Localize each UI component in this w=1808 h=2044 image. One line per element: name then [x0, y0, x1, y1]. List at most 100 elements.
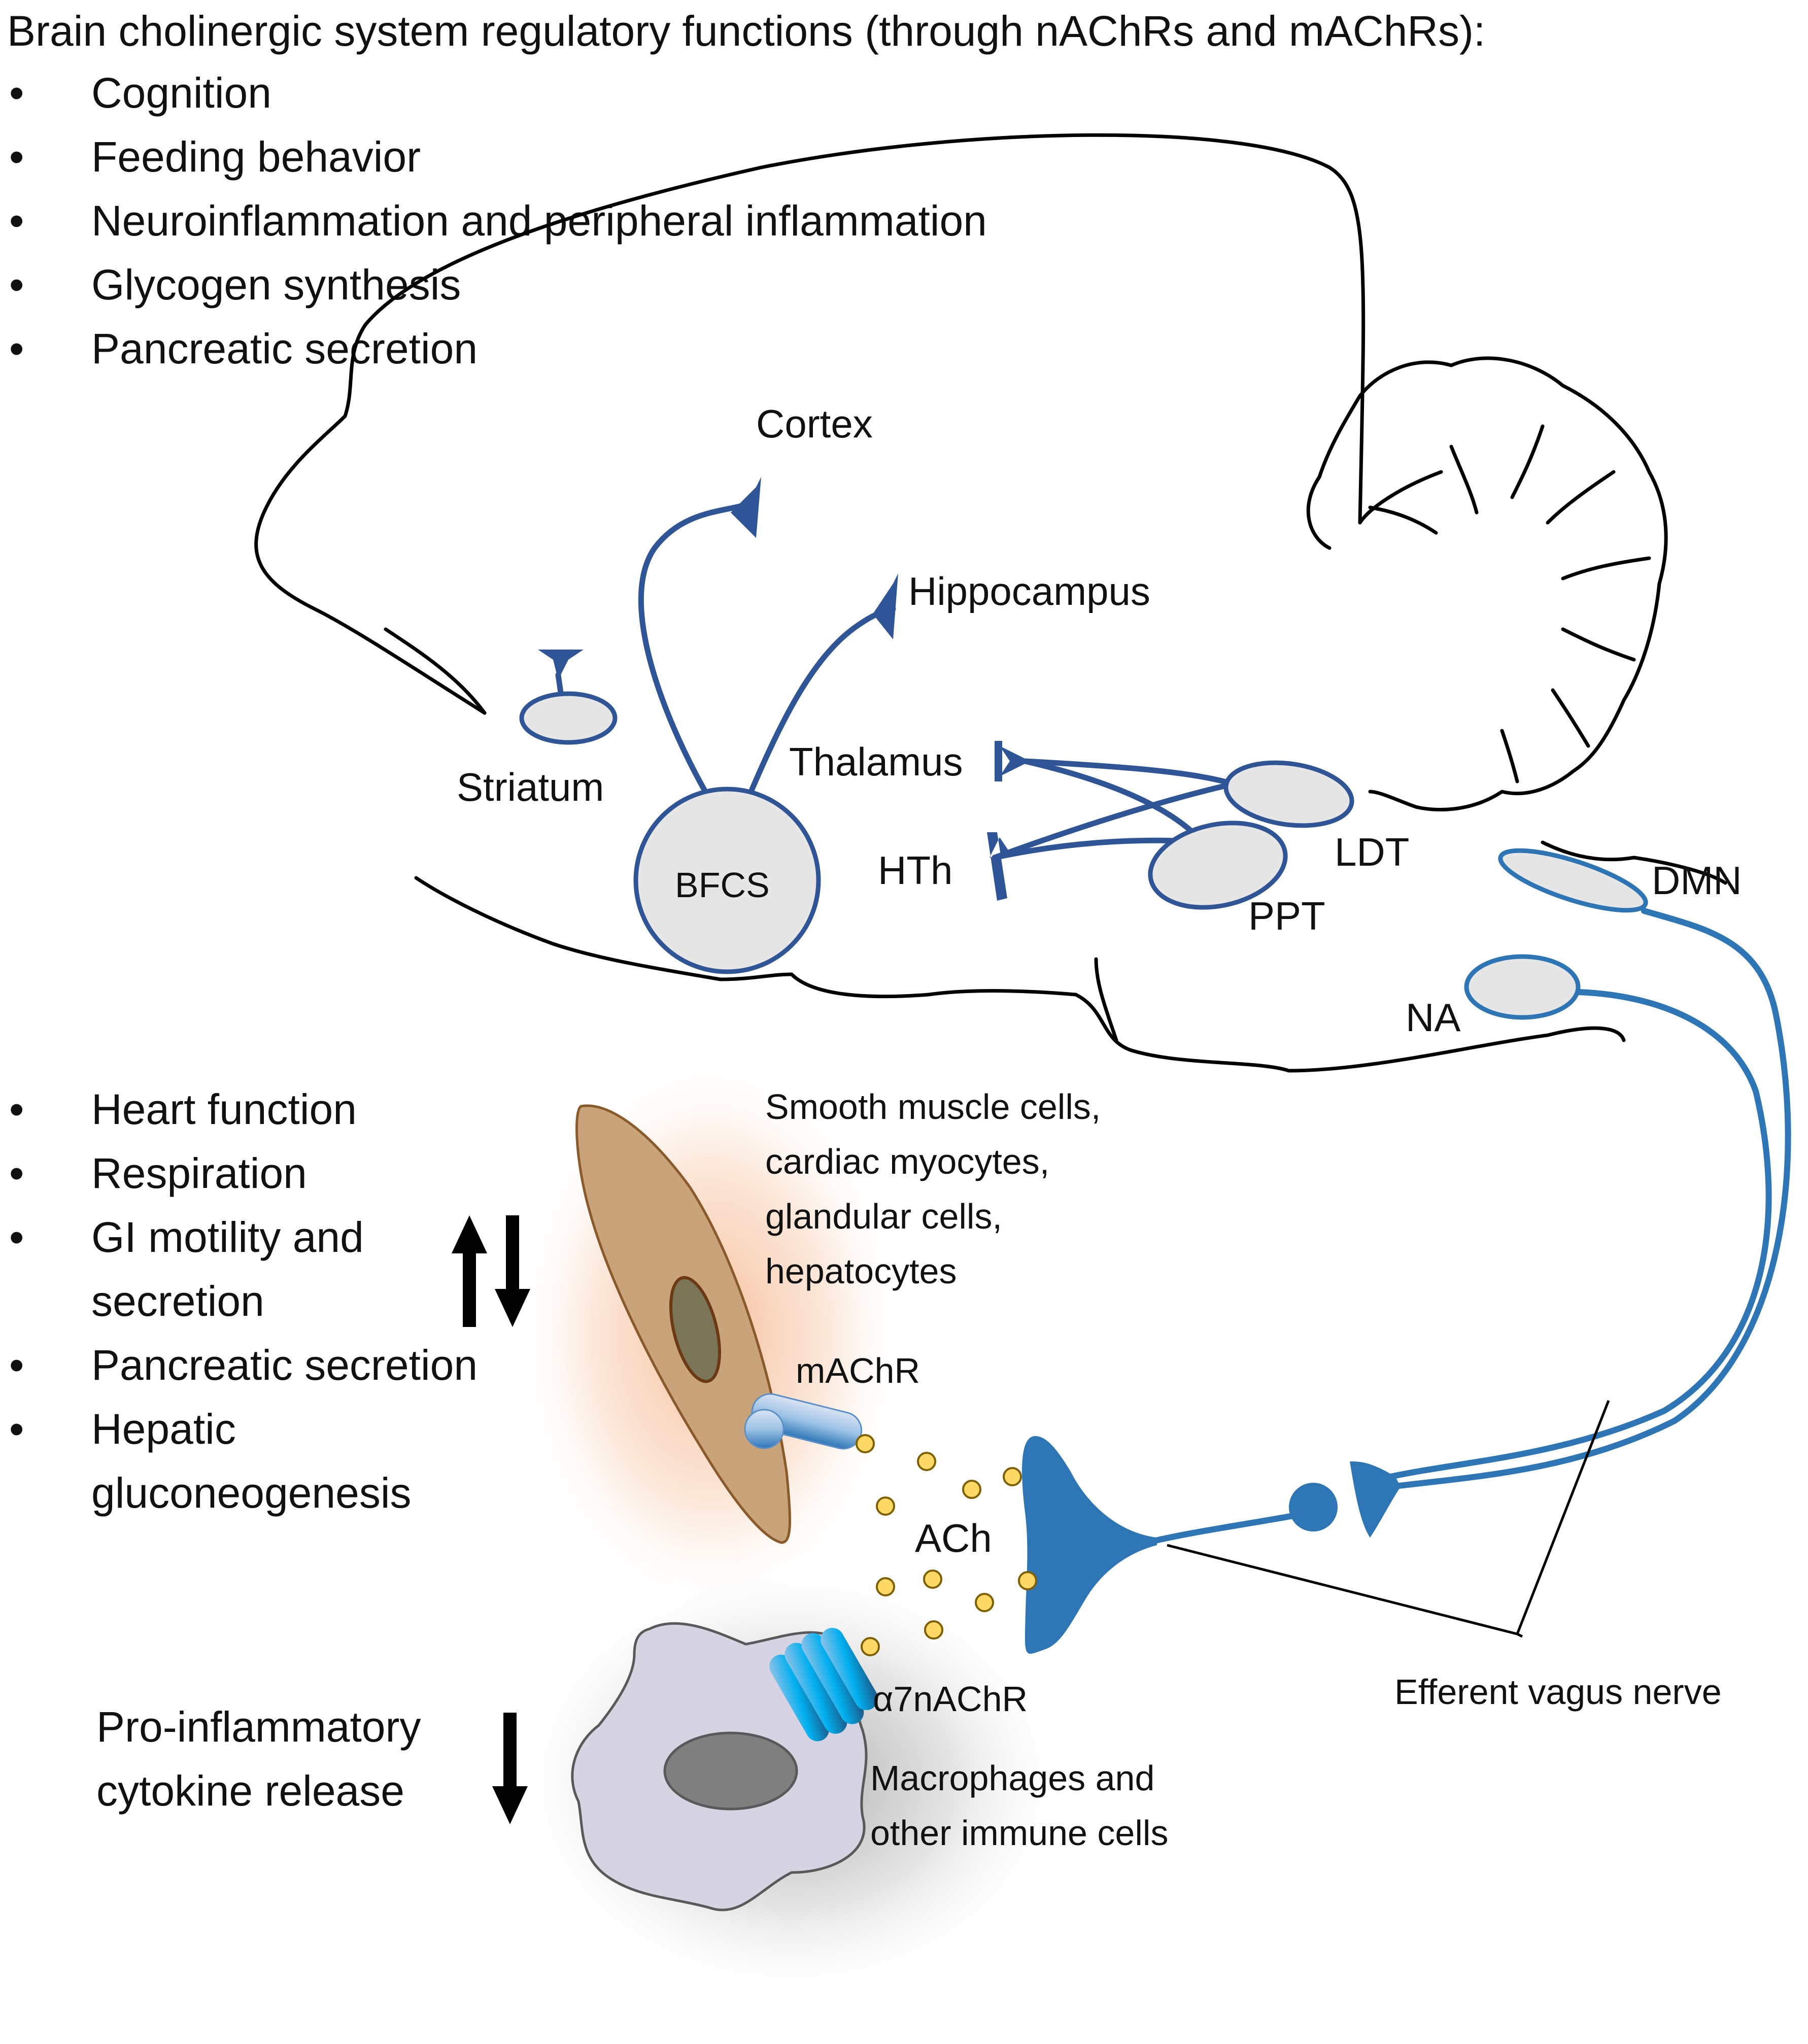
- muscle-nucleus: [669, 1276, 722, 1383]
- macrophage-label-line: Macrophages and: [870, 1758, 1154, 1798]
- peripheral-item: gluconeogenesis: [91, 1469, 412, 1517]
- brainstem-lower: [1094, 957, 1118, 1042]
- label-ppt: PPT: [1248, 894, 1325, 938]
- peripheral-item: Pancreatic secretion: [91, 1341, 477, 1389]
- brain-outline: [254, 133, 1727, 1073]
- bullet-glyph: •: [9, 325, 24, 372]
- ach-dot: [923, 1570, 942, 1589]
- dmn-nucleus: [1498, 848, 1648, 913]
- effector-terminal: [1022, 1436, 1157, 1654]
- macrophage-nucleus: [663, 1731, 798, 1811]
- ach-dot: [975, 1593, 994, 1612]
- header-item: Feeding behavior: [91, 133, 421, 181]
- bullet-glyph: •: [9, 1085, 24, 1133]
- label-hippocampus: Hippocampus: [908, 569, 1150, 614]
- projection-cortex: [638, 499, 754, 795]
- ach-dot: [917, 1452, 936, 1471]
- header-title: Brain cholinergic system regulatory func…: [7, 7, 1485, 55]
- projection-thalamus-2: [1022, 758, 1206, 845]
- label-striatum: Striatum: [457, 765, 604, 809]
- cytokine-label: Pro-inflammatory cytokine release: [96, 1703, 421, 1815]
- bullet-glyph: •: [9, 1405, 24, 1453]
- ach-molecules: [856, 1434, 1037, 1656]
- cytokine-label-line: cytokine release: [96, 1767, 404, 1815]
- a7nachr-subunit: [801, 1633, 864, 1724]
- label-ldt: LDT: [1335, 830, 1409, 874]
- bullet-glyph: •: [9, 197, 24, 245]
- ach-dot: [962, 1480, 981, 1499]
- cells-label-line: glandular cells,: [765, 1197, 1002, 1236]
- cells-label-line: hepatocytes: [765, 1251, 957, 1291]
- bullet-glyph: •: [9, 261, 24, 309]
- cerebrum-contour: [254, 133, 1443, 715]
- macrophage-label-line: other immune cells: [870, 1813, 1168, 1853]
- cells-label-line: Smooth muscle cells,: [765, 1087, 1101, 1127]
- bullet-glyph: •: [9, 1149, 24, 1197]
- header-item: Neuroinflammation and peripheral inflamm…: [91, 197, 987, 245]
- machr-receptor: [744, 1393, 863, 1450]
- label-ach: ACh: [915, 1516, 992, 1560]
- na-nucleus: [1464, 954, 1581, 1020]
- peripheral-item: GI motility and: [91, 1213, 364, 1261]
- label-dmn: DMN: [1652, 858, 1742, 903]
- machr-body: [751, 1393, 863, 1450]
- peripheral-item: Respiration: [91, 1149, 307, 1197]
- ach-dot: [876, 1496, 895, 1516]
- peripheral-item: Heart function: [91, 1085, 357, 1133]
- a7nachr-subunit: [821, 1627, 878, 1711]
- peripheral-item: secretion: [91, 1277, 264, 1325]
- bullet-glyph: •: [9, 133, 24, 181]
- ach-dot: [876, 1577, 895, 1596]
- projection-hth-1: [992, 781, 1236, 861]
- a7nachr-receptor: [769, 1627, 878, 1742]
- label-efferent-vagus: Efferent vagus nerve: [1394, 1672, 1722, 1712]
- header-item: Glycogen synthesis: [91, 261, 461, 309]
- terminal-hippocampus: [873, 573, 898, 639]
- label-a7nachr: α7nAChR: [873, 1679, 1028, 1719]
- brainstem-edge: [1541, 840, 1727, 885]
- vagus-fiber-na: [1387, 989, 1772, 1480]
- peripheral-item: Hepatic: [91, 1405, 236, 1453]
- ach-dot: [1003, 1467, 1022, 1486]
- ldt-nucleus: [1223, 760, 1354, 828]
- terminal-striatum: [538, 650, 584, 680]
- label-cortex: Cortex: [756, 401, 873, 446]
- olfactory-sulcus: [384, 627, 487, 715]
- label-hth: HTh: [878, 848, 952, 893]
- cytokine-label-line: Pro-inflammatory: [96, 1703, 421, 1751]
- striatum-nucleus: [519, 691, 618, 745]
- label-bfcs: BFCS: [675, 865, 770, 905]
- ach-dot: [861, 1637, 880, 1656]
- cells-label-line: cardiac myocytes,: [765, 1142, 1049, 1181]
- macrophage-label: Macrophages and other immune cells: [870, 1758, 1168, 1853]
- cerebellum-folia: [1368, 424, 1651, 783]
- bullet-glyph: •: [9, 1341, 24, 1389]
- cells-label: Smooth muscle cells, cardiac myocytes, g…: [765, 1087, 1101, 1291]
- label-na: NA: [1406, 995, 1460, 1040]
- ach-dot: [856, 1434, 875, 1453]
- header-item: Cognition: [91, 69, 271, 117]
- nuclei: [519, 691, 1648, 1020]
- postganglionic-axon: [1144, 1512, 1302, 1546]
- projection-thalamus-1: [1022, 758, 1236, 787]
- ppt-nucleus: [1148, 821, 1288, 910]
- ach-dot: [924, 1620, 943, 1640]
- cerebellum: [1306, 356, 1668, 812]
- peripheral-list: • Heart function • Respiration • GI moti…: [9, 1085, 477, 1517]
- efferent-bracket: [1167, 1400, 1610, 1638]
- up-down-arrows-icon: [452, 1215, 530, 1327]
- bullet-glyph: •: [9, 1213, 24, 1261]
- header-item: Pancreatic secretion: [91, 325, 477, 372]
- down-arrow-icon: [492, 1713, 528, 1824]
- bfcs-nucleus: [633, 787, 821, 974]
- ganglion-soma: [1289, 1483, 1338, 1531]
- label-thalamus: Thalamus: [789, 739, 963, 784]
- machr-cap: [744, 1409, 784, 1449]
- a7nachr-subunit: [769, 1654, 829, 1742]
- brain-labels: Cortex Hippocampus Striatum Thalamus BFC…: [457, 401, 1742, 1040]
- terminal-thalamus: [995, 741, 1030, 781]
- a7nachr-subunit: [784, 1643, 847, 1734]
- terminal-cortex: [731, 477, 761, 538]
- header-list: • Cognition • Feeding behavior • Neuroin…: [9, 69, 987, 372]
